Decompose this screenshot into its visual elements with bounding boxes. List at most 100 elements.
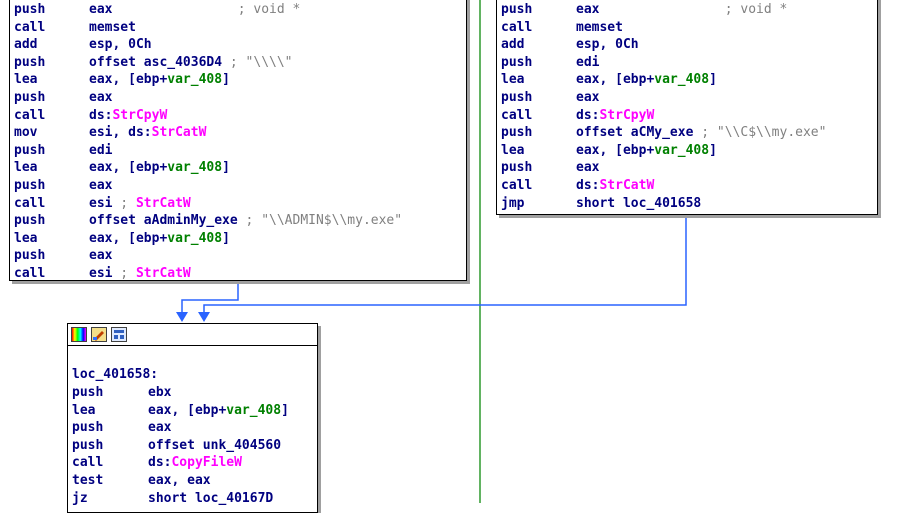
mnemonic: push <box>14 54 46 70</box>
operand: ds:CopyFileW <box>148 454 242 472</box>
comment: ; "\\C$\\my.exe" <box>693 125 827 141</box>
mnemonic: push <box>14 2 46 17</box>
mnemonic: lea <box>14 160 38 176</box>
comment: ; <box>112 195 136 211</box>
variable-name: var_408 <box>226 402 282 418</box>
operand: eax ; void * <box>576 1 787 19</box>
operand-text: eax, [ebp+ <box>89 160 168 176</box>
variable-name: var_408 <box>167 230 223 246</box>
variable-name: var_408 <box>167 72 223 88</box>
mnemonic: call <box>501 107 533 123</box>
comment: ; void * <box>599 2 788 17</box>
operand-text: ebx <box>148 385 172 400</box>
operand-text: ds: <box>576 107 600 123</box>
operand-text: esp, 0Ch <box>89 37 152 53</box>
mnemonic: push <box>14 90 46 105</box>
variable-name: var_408 <box>654 72 710 88</box>
operand-text: short loc_40167D <box>148 490 274 506</box>
operand-text: eax, [ebp+ <box>89 230 168 246</box>
operand: memset <box>89 19 136 37</box>
operand-suffix: ] <box>709 142 717 158</box>
operand-text: offset asc_4036D4 <box>89 54 223 70</box>
mnemonic: push <box>501 54 533 70</box>
mnemonic: push <box>72 437 104 453</box>
operand-text: esi <box>89 266 113 281</box>
operand-text: ds: <box>89 107 113 123</box>
comment: ; void * <box>112 2 301 17</box>
operand: eax, [ebp+var_408] <box>89 71 230 89</box>
mnemonic: call <box>72 455 104 471</box>
operand-text: eax, [ebp+ <box>576 72 655 88</box>
operand-text: eax <box>89 2 113 17</box>
operand: ds:StrCpyW <box>576 107 654 125</box>
operand: edi <box>576 54 599 72</box>
operand: eax <box>89 247 112 265</box>
operand: eax ; void * <box>89 1 300 19</box>
operand-text: eax <box>89 90 113 105</box>
mnemonic: lea <box>501 72 525 88</box>
operand-text: eax <box>89 248 113 264</box>
mnemonic: lea <box>72 402 96 418</box>
operand: eax, [ebp+var_408] <box>576 142 717 160</box>
operand: eax <box>89 177 112 195</box>
operand-text: ds: <box>576 178 600 193</box>
operand: eax, eax <box>148 472 211 490</box>
comment: ; "\\\\" <box>222 54 293 70</box>
api-name: CopyFileW <box>171 455 242 471</box>
edit-block-icon[interactable] <box>91 327 107 342</box>
operand: esi ; StrCatW <box>89 265 191 281</box>
operand-text: eax <box>576 160 600 176</box>
operand: eax <box>89 89 112 107</box>
operand: eax <box>576 159 599 177</box>
mnemonic: call <box>14 195 46 211</box>
operand-text: esi, ds: <box>89 125 152 141</box>
arrowhead-left <box>176 312 188 322</box>
mnemonic: lea <box>14 230 38 246</box>
operand: esi ; StrCatW <box>89 195 191 213</box>
operand-text: esi <box>89 195 113 211</box>
mnemonic: mov <box>14 125 38 141</box>
edge-right-to-loc[interactable] <box>203 218 687 318</box>
mnemonic: call <box>14 107 46 123</box>
mnemonic: call <box>14 266 46 281</box>
mnemonic: push <box>72 385 104 400</box>
comment: ; "\\ADMIN$\\my.exe" <box>237 213 403 229</box>
operand-text: eax, [ebp+ <box>576 142 655 158</box>
comment: ; <box>112 266 136 281</box>
variable-name: var_408 <box>654 142 710 158</box>
operand: eax, [ebp+var_408] <box>576 71 717 89</box>
location-label: loc_401658: <box>72 367 159 382</box>
api-name: StrCpyW <box>112 107 168 123</box>
operand-text: short loc_401658 <box>576 195 702 211</box>
mnemonic: push <box>14 178 46 193</box>
operand-text: eax, eax <box>148 473 211 488</box>
api-name: StrCpyW <box>599 107 655 123</box>
operand-text: ds: <box>148 455 172 471</box>
operand: esp, 0Ch <box>89 36 152 54</box>
mnemonic: test <box>72 473 104 488</box>
mnemonic: lea <box>14 72 38 88</box>
api-name: StrCatW <box>135 266 191 281</box>
operand: esi, ds:StrCatW <box>89 124 206 142</box>
graph-view-icon[interactable] <box>111 327 127 342</box>
mnemonic: call <box>14 19 46 35</box>
operand: edi <box>89 142 112 160</box>
operand: offset aCMy_exe ; "\\C$\\my.exe" <box>576 124 826 142</box>
operand: ds:StrCpyW <box>89 107 167 125</box>
operand-text: edi <box>576 54 600 70</box>
edge-left-to-loc[interactable] <box>181 284 239 318</box>
mnemonic: jmp <box>501 195 525 211</box>
operand-text: eax <box>148 420 172 436</box>
mnemonic: jz <box>72 490 88 506</box>
operand: short loc_40167D <box>148 490 273 508</box>
operand: esp, 0Ch <box>576 36 639 54</box>
operand: memset <box>576 19 623 37</box>
operand: eax, [ebp+var_408] <box>89 230 230 248</box>
mnemonic: push <box>501 160 533 176</box>
operand-suffix: ] <box>222 230 230 246</box>
color-palette-icon[interactable] <box>71 327 87 342</box>
operand: short loc_401658 <box>576 195 701 213</box>
